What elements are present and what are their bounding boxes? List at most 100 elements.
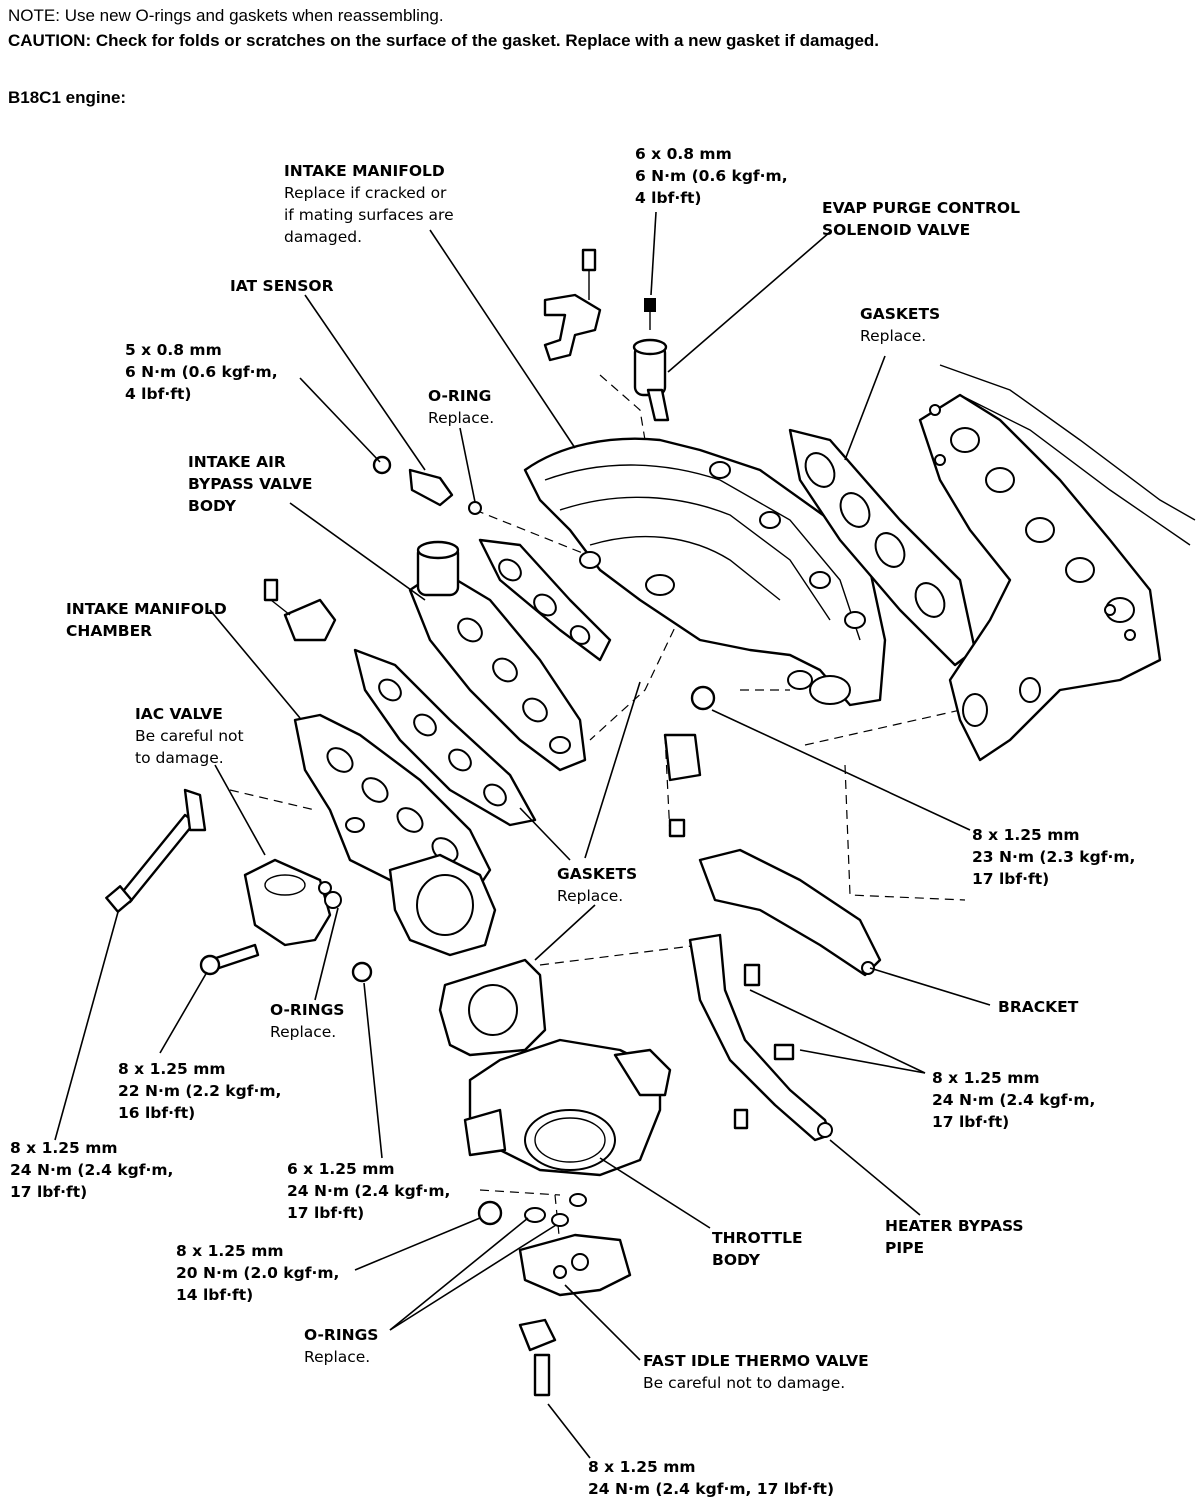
label-line: 4 lbf·ft) xyxy=(635,189,702,207)
label-line: 16 lbf·ft) xyxy=(118,1104,196,1122)
label-line: Be careful not xyxy=(135,727,244,745)
label-title: INTAKE MANIFOLD xyxy=(284,162,445,180)
label-gaskets-mid: GASKETS Replace. xyxy=(557,863,637,907)
label-line: BODY xyxy=(188,497,236,515)
label-line: 4 lbf·ft) xyxy=(125,385,192,403)
label-line: 20 N·m (2.0 kgf·m, xyxy=(176,1264,340,1282)
label-line: if mating surfaces are xyxy=(284,206,454,224)
label-line: damaged. xyxy=(284,228,363,246)
label-line: BYPASS VALVE xyxy=(188,475,313,493)
engine-label: B18C1 engine: xyxy=(8,88,127,107)
label-line: Replace. xyxy=(860,327,927,345)
throttle-body-part xyxy=(463,1038,672,1177)
label-line: 24 N·m (2.4 kgf·m, xyxy=(10,1161,174,1179)
iat-sensor-part xyxy=(372,455,482,515)
label-bolt-5x08: 5 x 0.8 mm 6 N·m (0.6 kgf·m, 4 lbf·ft) xyxy=(125,339,278,405)
label-line: 6 x 1.25 mm xyxy=(287,1160,395,1178)
label-line: HEATER BYPASS xyxy=(885,1217,1024,1235)
note-line: NOTE: Use new O-rings and gaskets when r… xyxy=(8,6,444,26)
label-gaskets-top: GASKETS Replace. xyxy=(860,303,940,347)
label-title: O-RINGS xyxy=(304,1326,379,1344)
label-evap-purge: EVAP PURGE CONTROL SOLENOID VALVE xyxy=(822,197,1020,241)
label-line: Replace if cracked or xyxy=(284,184,447,202)
label-line: THROTTLE xyxy=(712,1229,803,1247)
label-line: INTAKE AIR xyxy=(188,453,286,471)
label-line: Replace. xyxy=(304,1348,371,1366)
label-line: 8 x 1.25 mm xyxy=(118,1060,226,1078)
label-line: 23 N·m (2.3 kgf·m, xyxy=(972,848,1136,866)
label-bracket: BRACKET xyxy=(998,996,1078,1018)
label-fast-idle-thermo-valve: FAST IDLE THERMO VALVE Be careful not to… xyxy=(643,1350,869,1394)
label-bolt-8x125-24-right: 8 x 1.25 mm 24 N·m (2.4 kgf·m, 17 lbf·ft… xyxy=(932,1067,1095,1133)
label-line: 17 lbf·ft) xyxy=(287,1204,365,1222)
label-bolt-8x125-22: 8 x 1.25 mm 22 N·m (2.2 kgf·m, 16 lbf·ft… xyxy=(118,1058,281,1124)
label-line: 24 N·m (2.4 kgf·m, 17 lbf·ft) xyxy=(588,1480,835,1498)
note-text: Use new O-rings and gaskets when reassem… xyxy=(64,6,444,25)
label-oring-top: O-RING Replace. xyxy=(428,385,494,429)
bypass-valve-body-part xyxy=(408,538,612,772)
note-label: NOTE: xyxy=(8,6,60,25)
label-title: GASKETS xyxy=(860,305,941,323)
cylinder-head-part xyxy=(918,364,1196,762)
label-line: INTAKE MANIFOLD xyxy=(66,600,227,618)
label-bypass-valve: INTAKE AIR BYPASS VALVE BODY xyxy=(188,451,312,517)
label-line: Be careful not to damage. xyxy=(643,1374,846,1392)
label-line: 24 N·m (2.4 kgf·m, xyxy=(287,1182,451,1200)
label-line: 5 x 0.8 mm xyxy=(125,341,222,359)
label-title: FAST IDLE THERMO VALVE xyxy=(643,1352,869,1370)
label-line: 17 lbf·ft) xyxy=(972,870,1050,888)
label-heater-bypass-pipe: HEATER BYPASS PIPE xyxy=(885,1215,1024,1259)
iac-valve-part xyxy=(243,858,342,947)
label-line: Replace. xyxy=(428,409,495,427)
label-title: IAC VALVE xyxy=(135,705,223,723)
label-title: O-RING xyxy=(428,387,492,405)
label-line: 17 lbf·ft) xyxy=(932,1113,1010,1131)
label-bolt-bottom: 8 x 1.25 mm 24 N·m (2.4 kgf·m, 17 lbf·ft… xyxy=(588,1456,834,1500)
bolts-part xyxy=(105,685,716,1226)
intake-manifold-part xyxy=(523,437,887,707)
label-orings-mid: O-RINGS Replace. xyxy=(270,999,344,1043)
label-title: IAT SENSOR xyxy=(230,277,334,295)
label-line: Replace. xyxy=(270,1023,337,1041)
label-line: 22 N·m (2.2 kgf·m, xyxy=(118,1082,282,1100)
caution-text: Check for folds or scratches on the surf… xyxy=(95,31,880,50)
label-line: SOLENOID VALVE xyxy=(822,221,971,239)
label-line: 8 x 1.25 mm xyxy=(10,1139,118,1157)
label-manifold-chamber: INTAKE MANIFOLD CHAMBER xyxy=(66,598,227,642)
label-title: GASKETS xyxy=(557,865,638,883)
caution-label: CAUTION: xyxy=(8,31,92,50)
label-orings-bottom: O-RINGS Replace. xyxy=(304,1324,378,1368)
label-line: 24 N·m (2.4 kgf·m, xyxy=(932,1091,1096,1109)
label-line: 6 N·m (0.6 kgf·m, xyxy=(635,167,788,185)
chamber-gasket-part xyxy=(353,648,537,827)
label-line: 17 lbf·ft) xyxy=(10,1183,88,1201)
label-line: 8 x 1.25 mm xyxy=(588,1458,696,1476)
label-line: Replace. xyxy=(557,887,624,905)
label-line: 8 x 1.25 mm xyxy=(932,1069,1040,1087)
leader-lines xyxy=(54,211,991,1459)
caution-line: CAUTION: Check for folds or scratches on… xyxy=(8,31,879,51)
label-line: BODY xyxy=(712,1251,760,1269)
label-line: to damage. xyxy=(135,749,224,767)
fast-idle-thermo-valve-part xyxy=(518,1193,632,1397)
label-intake-manifold: INTAKE MANIFOLD Replace if cracked or if… xyxy=(284,160,454,248)
label-bolt-8x125-24-left: 8 x 1.25 mm 24 N·m (2.4 kgf·m, 17 lbf·ft… xyxy=(10,1137,173,1203)
label-line: 6 N·m (0.6 kgf·m, xyxy=(125,363,278,381)
label-bolt-6x08: 6 x 0.8 mm 6 N·m (0.6 kgf·m, 4 lbf·ft) xyxy=(635,143,788,209)
evap-solenoid-part xyxy=(632,298,670,422)
chamber-bracket-part xyxy=(263,578,337,642)
label-line: 6 x 0.8 mm xyxy=(635,145,732,163)
label-bolt-6x125-24: 6 x 1.25 mm 24 N·m (2.4 kgf·m, 17 lbf·ft… xyxy=(287,1158,450,1224)
label-line: 8 x 1.25 mm xyxy=(176,1242,284,1260)
engine-heading: B18C1 engine: xyxy=(8,88,126,108)
label-line: 14 lbf·ft) xyxy=(176,1286,254,1304)
label-line: 8 x 1.25 mm xyxy=(972,826,1080,844)
label-throttle-body: THROTTLE BODY xyxy=(712,1227,803,1271)
top-bracket-part xyxy=(543,248,602,362)
heater-bypass-pipe-part xyxy=(688,848,882,1142)
intake-manifold-chamber-part xyxy=(293,713,497,957)
label-iat-sensor: IAT SENSOR xyxy=(230,275,334,297)
label-bolt-8x125-20: 8 x 1.25 mm 20 N·m (2.0 kgf·m, 14 lbf·ft… xyxy=(176,1240,339,1306)
label-bolt-8x125-23: 8 x 1.25 mm 23 N·m (2.3 kgf·m, 17 lbf·ft… xyxy=(972,824,1135,890)
